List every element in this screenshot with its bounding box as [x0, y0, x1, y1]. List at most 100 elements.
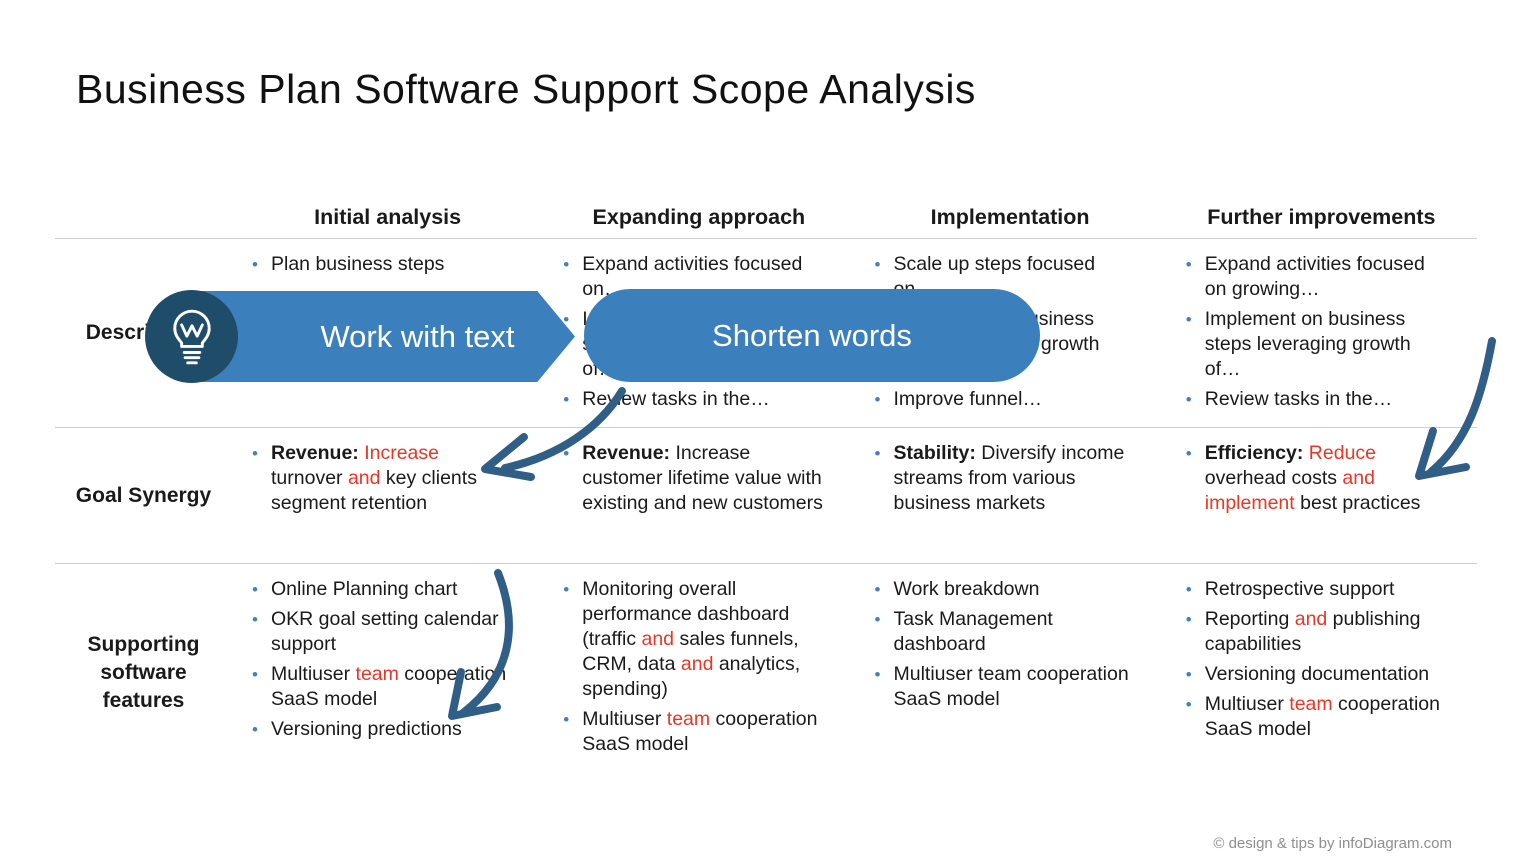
column-header: Initial analysis [314, 205, 462, 229]
bullet-item: Multiuser team cooperation SaaS model [1178, 692, 1448, 742]
bullet-item: Multiuser team cooperation SaaS model [867, 662, 1137, 712]
table-cell: Revenue: Increase turnover and key clien… [232, 428, 543, 563]
bullet-item: Implement on business steps leveraging g… [1178, 307, 1448, 382]
text-segment: team [1289, 693, 1333, 715]
text-segment: Reduce [1308, 442, 1377, 464]
bullet-item: Work breakdown [867, 577, 1137, 602]
text-segment: Revenue: [271, 442, 365, 464]
text-segment: publishing capabilities [1204, 608, 1421, 655]
text-segment: Versioning documentation [1204, 663, 1430, 685]
table-cell: Online Planning chartOKR goal setting ca… [232, 564, 543, 782]
column-header: Implementation [930, 205, 1090, 229]
table-cell: Work breakdownTask Management dashboardM… [855, 564, 1166, 782]
table-cell: Expand activities focused on growing… Imp… [1166, 239, 1477, 427]
bullet-item: Revenue: Increase customer lifetime valu… [555, 441, 825, 516]
callout-work-with-text: Work with text [198, 291, 575, 382]
bullet-item: Stability: Diversify income streams from… [867, 441, 1137, 516]
text-segment: Expand activities focused on growing… [1204, 253, 1425, 300]
footer-credit: © design & tips by infoDiagram.com [1213, 835, 1452, 852]
bullet-item: Retrospective support [1178, 577, 1448, 602]
table-cell: Stability: Diversify income streams from… [855, 428, 1166, 563]
bullet-item: Expand activities focused on growing… [1178, 252, 1448, 302]
text-segment: Review tasks in the… [582, 388, 770, 410]
text-segment: Reporting [1204, 608, 1295, 630]
text-segment: Versioning predictions [271, 718, 462, 740]
text-segment: Task Management dashboard [893, 608, 1053, 655]
lightbulb-icon [172, 309, 211, 364]
text-segment: overhead costs [1204, 467, 1343, 489]
text-segment: Revenue: [582, 442, 676, 464]
text-segment: Multiuser team cooperation SaaS model [893, 663, 1129, 710]
text-segment: and [680, 653, 714, 675]
table-cell: Retrospective supportReporting and publi… [1166, 564, 1477, 782]
text-segment: turnover [271, 467, 348, 489]
bullet-item: Efficiency: Reduce overhead costs and im… [1178, 441, 1448, 516]
text-segment: Diversify income streams from various bu… [893, 442, 1125, 514]
bullet-item: Plan business steps [244, 252, 514, 277]
text-segment: cooperation SaaS model [582, 708, 818, 755]
text-segment: team [355, 663, 399, 685]
bullet-list: Stability: Diversify income streams from… [867, 441, 1158, 516]
bullet-item: Task Management dashboard [867, 607, 1137, 657]
text-segment: cooperation SaaS model [1204, 693, 1440, 740]
bullet-item: Review tasks in the… [555, 387, 825, 412]
header-empty-cell [55, 205, 232, 230]
bullet-item: OKR goal setting calendar support [244, 607, 514, 657]
text-segment: Stability: [893, 442, 982, 464]
table-row: Goal Synergy Revenue: Increase turnover a… [55, 428, 1477, 564]
text-segment: sales funnels, CRM, data [582, 628, 799, 675]
bullet-item: Reporting and publishing capabilities [1178, 607, 1448, 657]
callout-shorten-words: Shorten words [584, 289, 1040, 382]
text-segment: Review tasks in the… [1204, 388, 1393, 410]
bullet-item: Revenue: Increase turnover and key clien… [244, 441, 514, 516]
text-segment: and [347, 467, 386, 489]
bullet-item: Multiuser team cooperation SaaS model [555, 707, 825, 757]
bullet-list: Monitoring overall performance dashboard… [555, 577, 846, 757]
bullet-list: Retrospective supportReporting and publi… [1178, 577, 1469, 742]
bullet-list: Revenue: Increase customer lifetime valu… [555, 441, 846, 516]
table-cell: Revenue: Increase customer lifetime valu… [543, 428, 854, 563]
bullet-item: Versioning documentation [1178, 662, 1448, 687]
text-segment: best practices [1300, 492, 1421, 514]
text-segment: Implement on business steps leveraging g… [1204, 308, 1411, 380]
text-segment: team [666, 708, 711, 730]
bullet-list: Expand activities focused on growing… Imp… [1178, 252, 1469, 412]
page-title: Business Plan Software Support Scope Ana… [76, 66, 976, 112]
text-segment: and implement [1204, 467, 1375, 514]
text-segment: Increase [364, 442, 439, 464]
bullet-item: Online Planning chart [244, 577, 514, 602]
column-header: Further improvements [1207, 205, 1436, 229]
text-segment: Multiuser [271, 663, 356, 685]
bullet-item: Versioning predictions [244, 717, 514, 742]
text-segment: OKR goal setting calendar support [271, 608, 499, 655]
bullet-list: Work breakdownTask Management dashboardM… [867, 577, 1158, 712]
callout-work-with-text-label: Work with text [320, 318, 515, 354]
text-segment: Improve funnel… [893, 388, 1043, 410]
text-segment: Plan business steps [271, 253, 445, 275]
row-label: Supporting software features [87, 633, 200, 712]
text-segment: Monitoring overall performance dashboard… [582, 578, 790, 650]
text-segment: Online Planning chart [271, 578, 458, 600]
column-header: Expanding approach [592, 205, 806, 229]
text-segment: analytics, spending) [582, 653, 801, 700]
bullet-list: Revenue: Increase turnover and key clien… [244, 441, 535, 516]
bullet-list: Efficiency: Reduce overhead costs and im… [1178, 441, 1469, 516]
text-segment: and [641, 628, 675, 650]
row-label: Goal Synergy [75, 483, 212, 507]
text-segment: Efficiency: [1204, 442, 1309, 464]
bullet-list: Online Planning chartOKR goal setting ca… [244, 577, 535, 742]
bullet-item: Improve funnel… [867, 387, 1137, 412]
bullet-item: Monitoring overall performance dashboard… [555, 577, 825, 702]
text-segment: Multiuser [1204, 693, 1290, 715]
text-segment: key clients segment retention [271, 467, 477, 514]
text-segment: Increase customer lifetime value with ex… [582, 442, 823, 514]
text-segment: Retrospective support [1204, 578, 1395, 600]
text-segment: Multiuser [582, 708, 667, 730]
table-cell: Monitoring overall performance dashboard… [543, 564, 854, 782]
text-segment: and [1294, 608, 1328, 630]
table-header-row: Initial analysis Expanding approach Implem… [55, 205, 1477, 239]
bullet-item: Multiuser team cooperation SaaS model [244, 662, 514, 712]
callout-shorten-words-label: Shorten words [712, 317, 912, 353]
lightbulb-badge [145, 290, 238, 383]
